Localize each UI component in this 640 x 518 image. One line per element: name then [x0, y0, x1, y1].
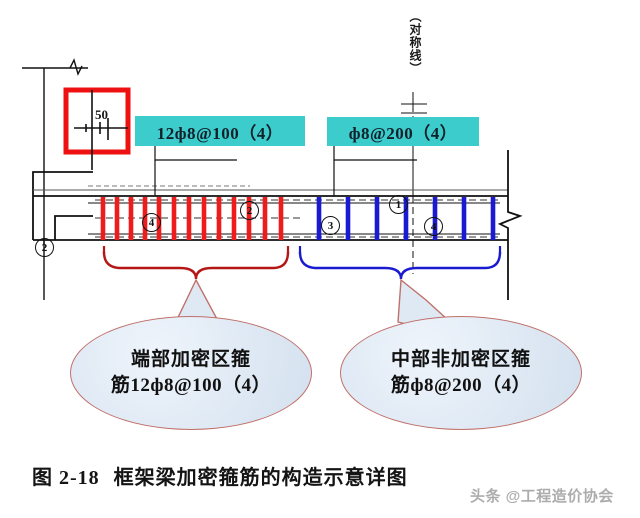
slab-lines: [33, 185, 508, 191]
callout-sparse-line2: 筋ф8@200（4）: [390, 375, 532, 396]
callout-dense-zone: 端部加密区箍 筋12ф8@100（4）: [70, 316, 312, 430]
watermark-text: 头条 @工程造价协会: [470, 488, 614, 505]
dense-spacing-tag: 12ф8@100（4）: [135, 116, 305, 146]
cover-dimension-label: 50: [95, 107, 108, 122]
tag-leader-lines: [154, 146, 417, 196]
rebar-mark-sparse-c: 4: [424, 217, 443, 236]
figure-number: 图 2-18: [32, 467, 100, 489]
symmetry-axis-label: （对称线）: [408, 10, 422, 75]
rebar-mark-sparse-a: 3: [321, 216, 340, 235]
column-stub: [32, 171, 93, 240]
cover-detail-marks: [74, 90, 128, 170]
sparse-zone-brace: [298, 251, 502, 280]
callout-dense-line1: 端部加密区箍: [130, 349, 251, 371]
rebar-mark-column-axis: 2: [35, 238, 54, 257]
dense-zone-brace-ticks: [102, 246, 290, 254]
figure-caption: 图 2-18 框架梁加密箍筋的构造示意详图: [32, 461, 408, 490]
rebar-mark-dense-b: 2: [240, 201, 259, 220]
sparse-spacing-tag: ф8@200（4）: [327, 117, 479, 146]
sparse-zone-brace-ticks: [298, 246, 502, 254]
callout-sparse-zone: 中部非加密区箍 筋ф8@200（4）: [340, 316, 582, 430]
rebar-mark-dense-a: 4: [142, 213, 161, 232]
break-symbol: [497, 150, 523, 300]
figure-title: 框架梁加密箍筋的构造示意详图: [113, 467, 408, 489]
callout-dense-line2: 筋12ф8@100（4）: [110, 375, 272, 396]
cover-highlight-box: [63, 87, 131, 155]
callout-sparse-line1: 中部非加密区箍: [390, 349, 531, 371]
rebar-mark-sparse-b: 1: [389, 195, 408, 214]
